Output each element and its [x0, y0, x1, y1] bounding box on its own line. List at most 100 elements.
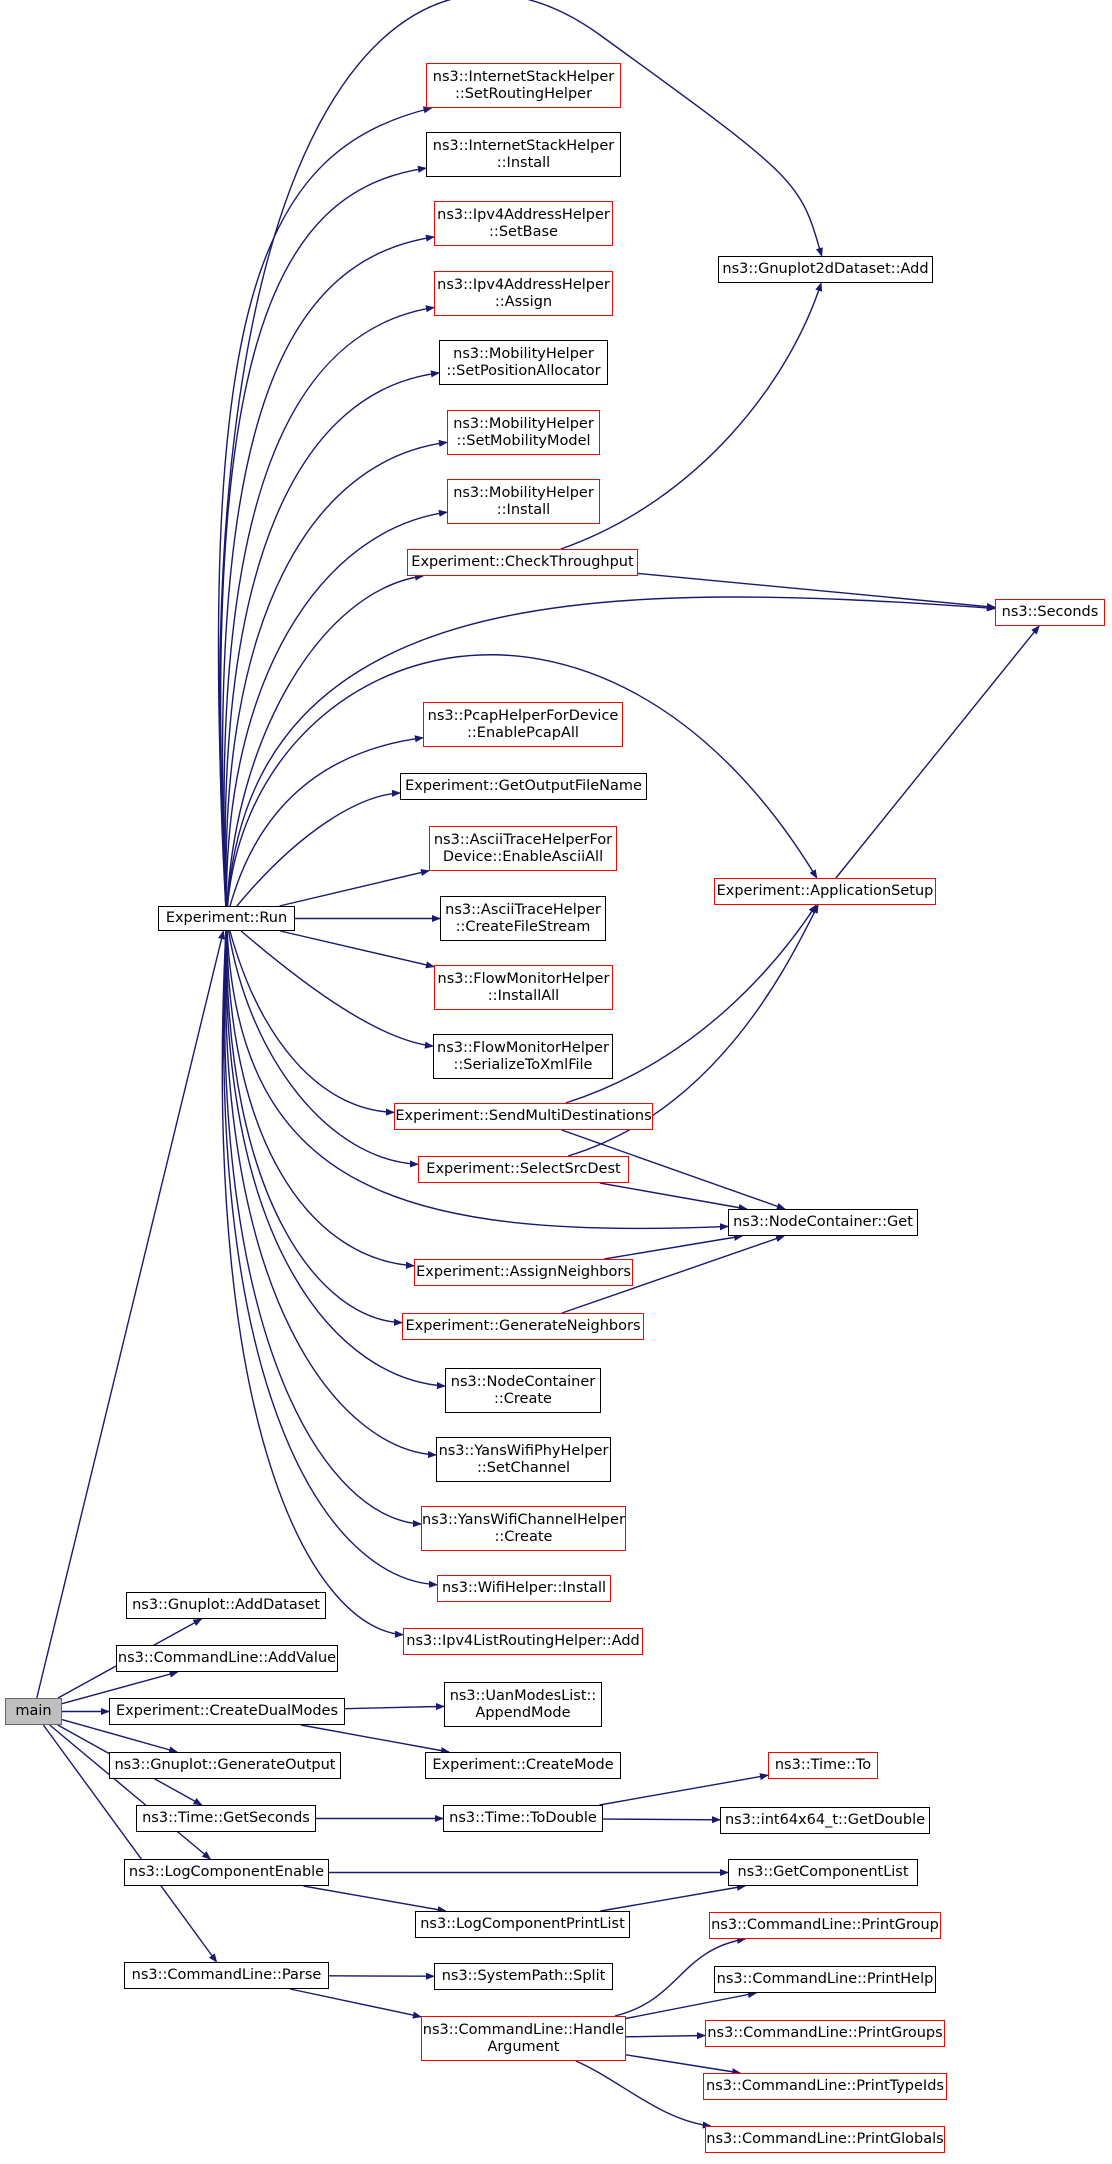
node-label: ns3::CommandLine::Handle	[422, 2021, 625, 2038]
node-setrouting[interactable]: ns3::InternetStackHelper::SetRoutingHelp…	[426, 63, 621, 108]
node-printtypeids[interactable]: ns3::CommandLine::PrintTypeIds	[703, 2073, 947, 2100]
node-g2dadd[interactable]: ns3::Gnuplot2dDataset::Add	[718, 256, 933, 283]
node-logprint[interactable]: ns3::LogComponentPrintList	[415, 1911, 630, 1938]
edge-todouble-to-int64	[602, 1816, 721, 1824]
node-label: ns3::MobilityHelper	[453, 484, 594, 501]
node-addvalue[interactable]: ns3::CommandLine::AddValue	[116, 1645, 338, 1672]
node-label: Experiment::Run	[165, 910, 288, 926]
edge-checkthr-to-g2dadd	[560, 282, 823, 550]
node-checkthr[interactable]: Experiment::CheckThroughput	[407, 549, 638, 576]
edge-run-to-yanschan	[223, 930, 422, 1528]
node-label: ns3::InternetStackHelper	[432, 137, 615, 154]
edge-run-to-ipv4list	[221, 930, 404, 1638]
edge-run-to-setmob	[225, 439, 448, 907]
edge-run-to-sendmulti	[229, 930, 395, 1116]
node-assignnb[interactable]: Experiment::AssignNeighbors	[414, 1259, 633, 1286]
node-label: ns3::AsciiTraceHelper	[445, 901, 601, 918]
node-getsec[interactable]: ns3::Time::GetSeconds	[136, 1805, 316, 1832]
node-label: ns3::InternetStackHelper	[432, 68, 615, 85]
edge-run-to-ishinstall	[219, 165, 427, 907]
edge-handlearg-to-printgroup	[614, 1936, 746, 2017]
edge-handlearg-to-printgroups	[625, 2032, 706, 2040]
edge-main-to-addvalue	[61, 1670, 179, 1705]
edge-handlearg-to-printglobals	[575, 2060, 712, 2129]
node-label: ns3::Time::GetSeconds	[142, 1810, 310, 1826]
node-label: ns3::FlowMonitorHelper	[437, 1039, 609, 1056]
edge-run-to-appsetup	[226, 654, 818, 907]
node-label: ns3::CommandLine::AddValue	[117, 1650, 337, 1666]
node-timeto[interactable]: ns3::Time::To	[768, 1752, 878, 1779]
node-genout[interactable]: ns3::Gnuplot::GenerateOutput	[109, 1752, 341, 1779]
node-split[interactable]: ns3::SystemPath::Split	[434, 1963, 613, 1990]
node-setpos[interactable]: ns3::MobilityHelper::SetPositionAllocato…	[439, 340, 608, 385]
node-label: Experiment::CreateDualModes	[115, 1703, 339, 1719]
node-label: ns3::Ipv4AddressHelper	[437, 206, 610, 223]
node-label: ::Install	[496, 154, 551, 171]
node-seconds[interactable]: ns3::Seconds	[995, 599, 1105, 626]
node-label: ns3::YansWifiPhyHelper	[438, 1442, 609, 1459]
node-getcomp[interactable]: ns3::GetComponentList	[728, 1859, 918, 1886]
node-sendmulti[interactable]: Experiment::SendMultiDestinations	[394, 1103, 653, 1130]
node-assign[interactable]: ns3::Ipv4AddressHelper::Assign	[434, 271, 613, 316]
node-gennb[interactable]: Experiment::GenerateNeighbors	[402, 1313, 644, 1340]
node-todouble[interactable]: ns3::Time::ToDouble	[443, 1805, 603, 1832]
node-label: ::SetMobilityModel	[456, 432, 591, 449]
node-getout[interactable]: Experiment::GetOutputFileName	[400, 773, 647, 800]
node-printhelp[interactable]: ns3::CommandLine::PrintHelp	[714, 1966, 936, 1993]
node-printgroup[interactable]: ns3::CommandLine::PrintGroup	[709, 1912, 941, 1939]
node-ishinstall[interactable]: ns3::InternetStackHelper::Install	[426, 132, 621, 177]
edge-run-to-assignnb	[225, 930, 415, 1269]
node-run[interactable]: Experiment::Run	[158, 906, 295, 931]
node-label: Experiment::CreateMode	[432, 1757, 614, 1773]
node-appendmode[interactable]: ns3::UanModesList::AppendMode	[444, 1682, 602, 1727]
node-createmode[interactable]: Experiment::CreateMode	[425, 1752, 621, 1779]
node-dualmodes[interactable]: Experiment::CreateDualModes	[109, 1698, 345, 1725]
node-label: ns3::LogComponentPrintList	[420, 1916, 625, 1932]
node-label: ns3::CommandLine::PrintHelp	[716, 1971, 934, 1987]
node-main[interactable]: main	[5, 1698, 62, 1725]
edge-assignnb-to-ncget	[604, 1233, 744, 1260]
edge-run-to-assign	[223, 305, 435, 907]
node-label: ns3::Ipv4ListRoutingHelper::Add	[406, 1633, 640, 1649]
node-flowinst[interactable]: ns3::FlowMonitorHelper::InstallAll	[434, 965, 613, 1010]
node-printglobals[interactable]: ns3::CommandLine::PrintGlobals	[705, 2126, 945, 2153]
node-asciistream[interactable]: ns3::AsciiTraceHelper::CreateFileStream	[440, 896, 606, 941]
node-ncget[interactable]: ns3::NodeContainer::Get	[728, 1209, 918, 1236]
node-logenable[interactable]: ns3::LogComponentEnable	[124, 1859, 329, 1886]
node-pcap[interactable]: ns3::PcapHelperForDevice::EnablePcapAll	[423, 702, 623, 747]
edge-run-to-setpos	[224, 370, 440, 907]
node-label: ns3::SystemPath::Split	[441, 1968, 606, 1984]
node-label: ::Create	[494, 1390, 552, 1407]
node-setmob[interactable]: ns3::MobilityHelper::SetMobilityModel	[447, 410, 600, 455]
edge-run-to-nccreate	[225, 930, 446, 1390]
node-label: ns3::int64x64_t::GetDouble	[724, 1812, 926, 1828]
edge-parse-to-handlearg	[289, 1988, 422, 2019]
node-yanschan[interactable]: ns3::YansWifiChannelHelper::Create	[421, 1506, 626, 1551]
node-mobinstall[interactable]: ns3::MobilityHelper::Install	[447, 479, 600, 524]
edge-run-to-getout	[236, 789, 401, 907]
edge-main-to-logenable	[49, 1724, 212, 1860]
node-appsetup[interactable]: Experiment::ApplicationSetup	[714, 878, 936, 905]
node-wifiinst[interactable]: ns3::WifiHelper::Install	[437, 1575, 611, 1602]
edge-run-to-flowinst	[280, 930, 435, 969]
node-parse[interactable]: ns3::CommandLine::Parse	[124, 1962, 329, 1989]
node-label: ns3::FlowMonitorHelper	[437, 970, 610, 987]
node-selsrc[interactable]: Experiment::SelectSrcDest	[418, 1156, 629, 1183]
node-printgroups[interactable]: ns3::CommandLine::PrintGroups	[705, 2020, 945, 2047]
node-adddataset[interactable]: ns3::Gnuplot::AddDataset	[126, 1592, 326, 1619]
node-label: ns3::CommandLine::Parse	[131, 1967, 322, 1983]
node-label: ns3::PcapHelperForDevice	[427, 707, 619, 724]
node-label: ::SetRoutingHelper	[454, 85, 593, 102]
node-int64[interactable]: ns3::int64x64_t::GetDouble	[720, 1807, 930, 1834]
node-setbase[interactable]: ns3::Ipv4AddressHelper::SetBase	[434, 201, 613, 246]
edge-run-to-yansphy	[224, 930, 437, 1459]
node-nccreate[interactable]: ns3::NodeContainer::Create	[445, 1368, 601, 1413]
node-ipv4list[interactable]: ns3::Ipv4ListRoutingHelper::Add	[403, 1628, 643, 1655]
node-label: Experiment::AssignNeighbors	[416, 1264, 631, 1280]
node-flowxml[interactable]: ns3::FlowMonitorHelper::SerializeToXmlFi…	[433, 1034, 613, 1079]
node-label: ns3::NodeContainer::Get	[733, 1214, 913, 1230]
node-yansphy[interactable]: ns3::YansWifiPhyHelper::SetChannel	[436, 1437, 611, 1482]
